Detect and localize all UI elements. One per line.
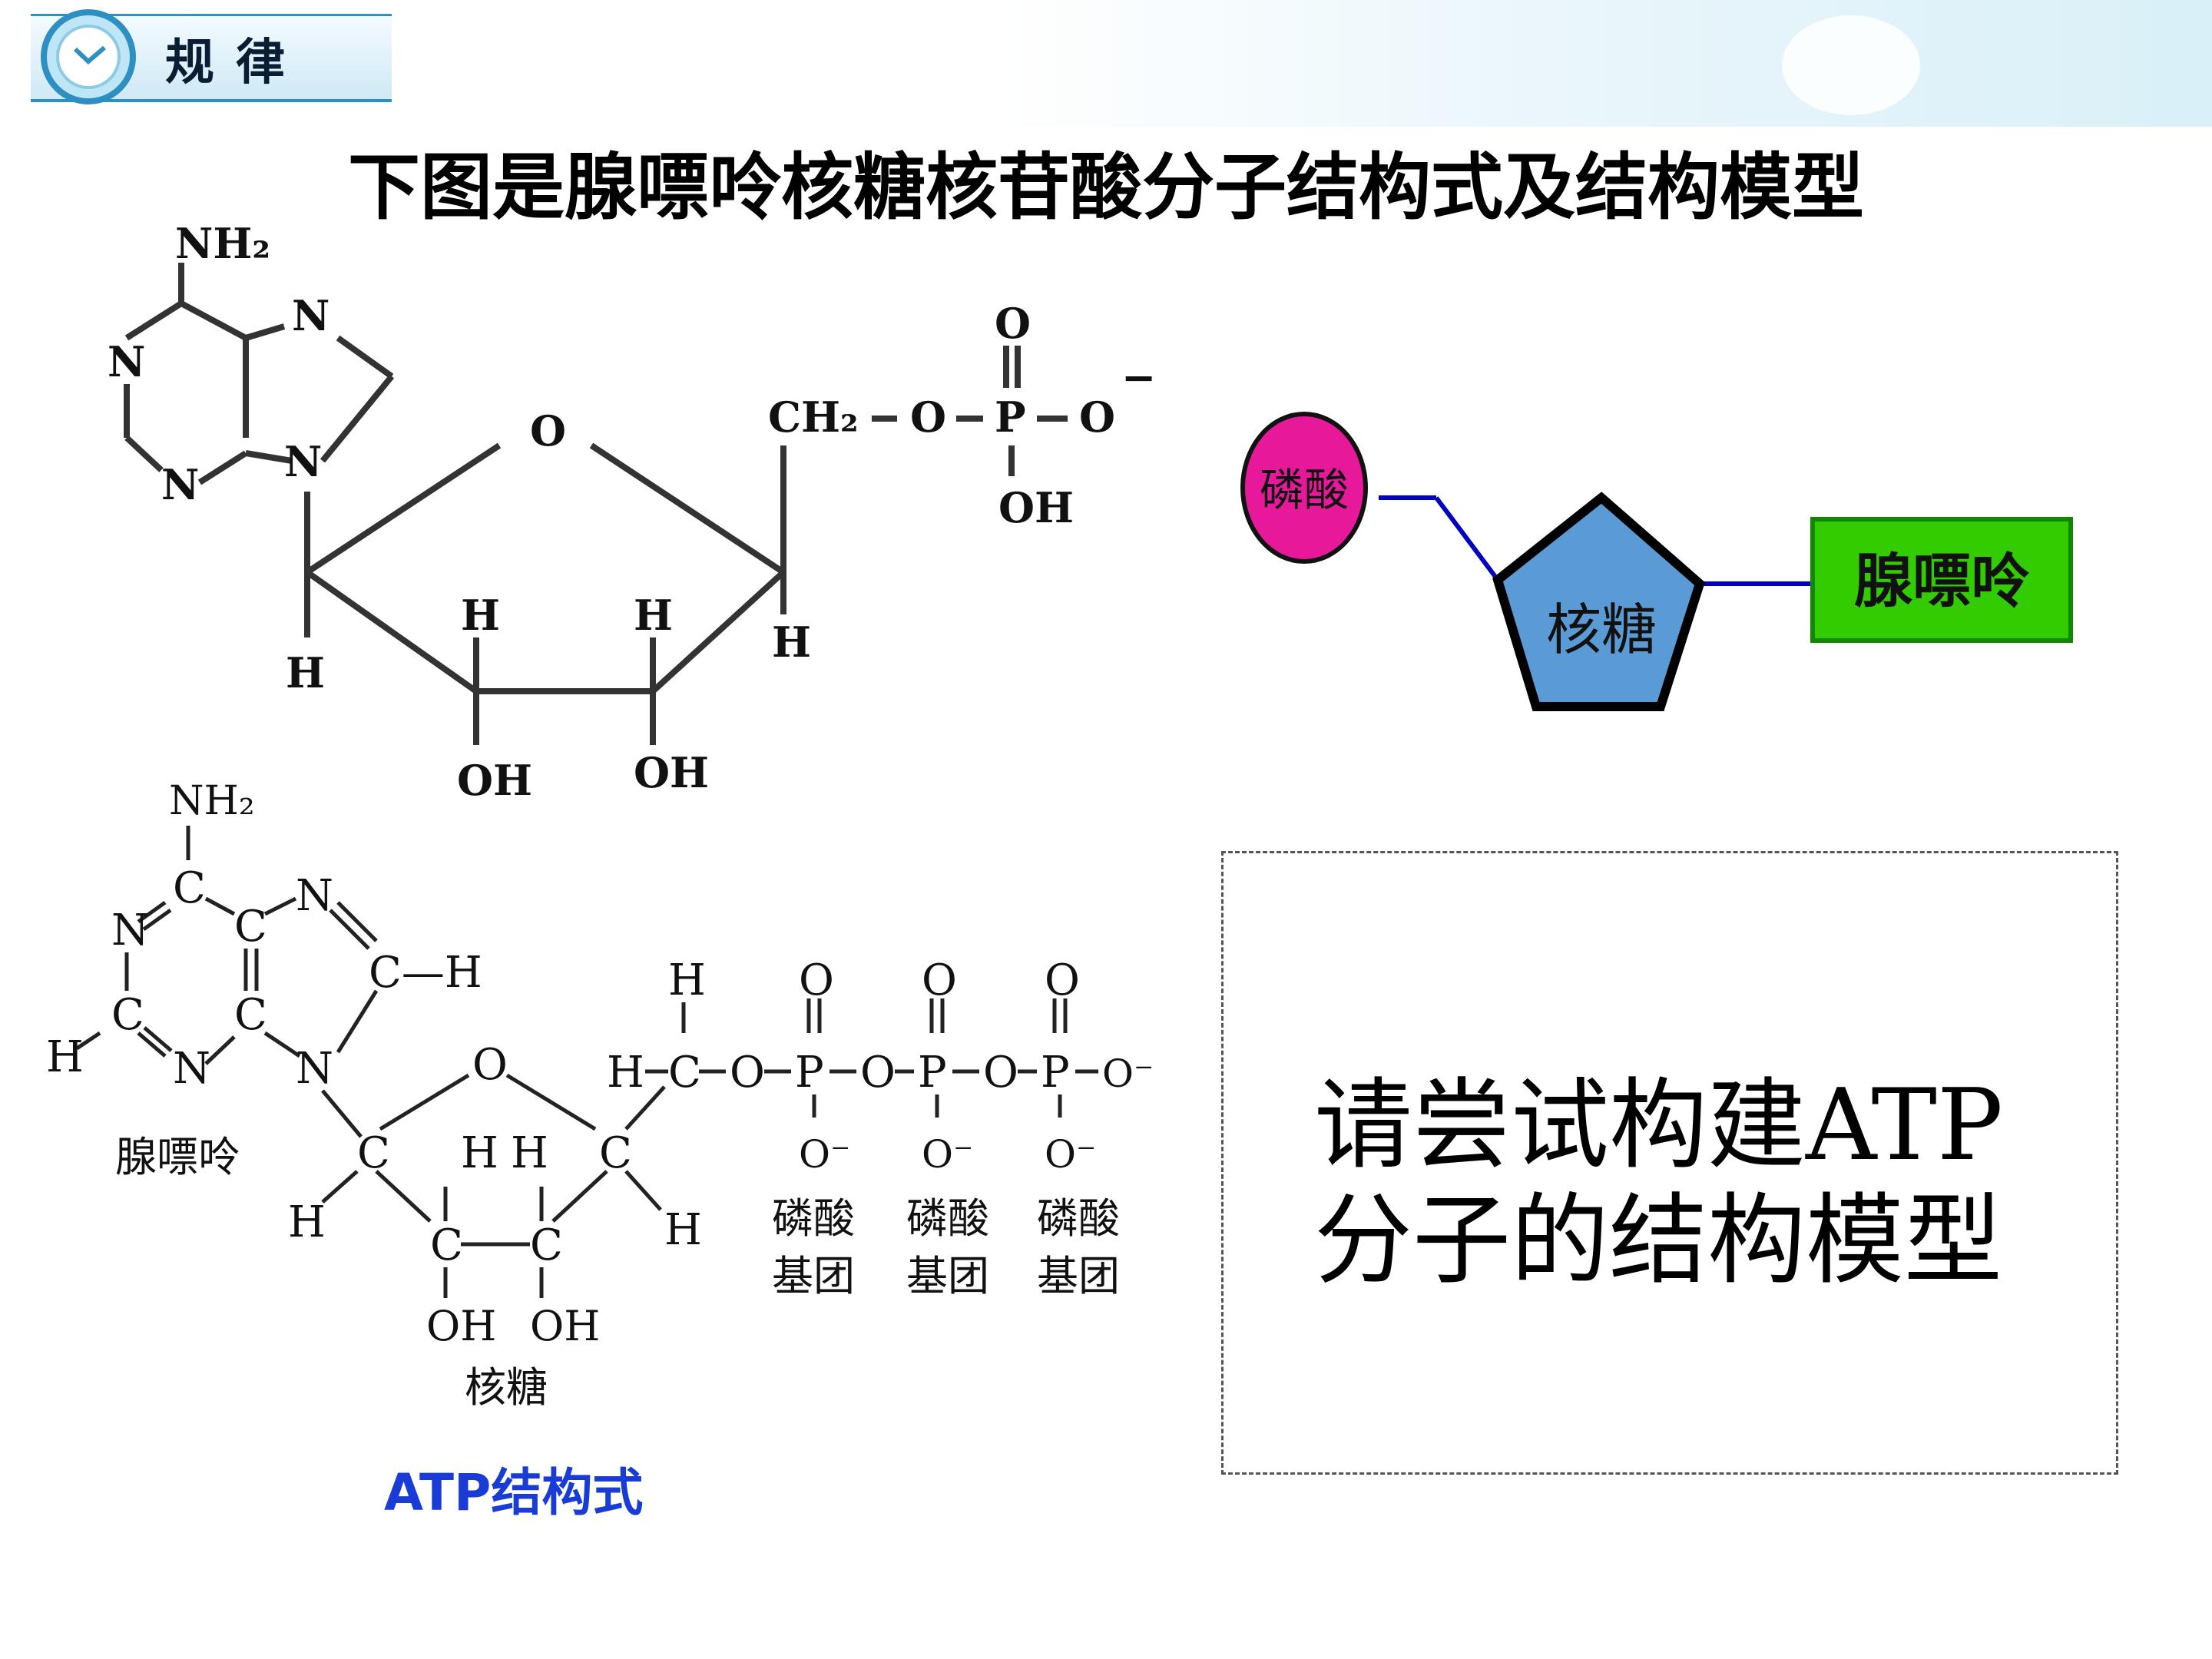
atp-p-gamma-o: O <box>1045 955 1080 1005</box>
atp-phosphate-1-line1: 磷酸 <box>772 1194 855 1243</box>
adenine-box <box>1810 517 2073 643</box>
atp-o5: O <box>730 1048 765 1098</box>
atp-n7: N <box>296 871 333 921</box>
atp-h5-top: H <box>668 955 706 1005</box>
atp-h5-left: H <box>607 1048 644 1098</box>
clock-icon <box>41 9 136 104</box>
atp-n1: N <box>111 906 149 955</box>
amp-oh2: OH <box>457 756 532 805</box>
amp-minus-sign: − <box>1121 353 1156 402</box>
atp-oh3p: OH <box>530 1302 600 1350</box>
prompt-line-2: 分子的结构模型 <box>1314 1184 2003 1298</box>
atp-p-gamma-ominus: O⁻ <box>1045 1132 1096 1177</box>
atp-adenine-label: 腺嘌呤 <box>115 1133 240 1181</box>
ribose-label: 核糖 <box>1546 598 1657 662</box>
atp-phosphate-3-line1: 磷酸 <box>1037 1194 1120 1243</box>
atp-o-ab: O <box>860 1048 896 1098</box>
amp-nh2-label: NH₂ <box>175 219 270 268</box>
atp-p-gamma: P <box>1041 1048 1070 1098</box>
amp-n9: N <box>284 437 322 486</box>
atp-p-alpha-ominus: O⁻ <box>799 1132 850 1177</box>
atp-nh2: NH₂ <box>169 778 255 824</box>
atp-c5p: C <box>668 1048 701 1098</box>
atp-h2p: H <box>461 1128 498 1178</box>
atp-caption: ATP结构式 <box>384 1463 644 1522</box>
atp-oh2p: OH <box>426 1302 496 1350</box>
atp-terminal-ominus: O⁻ <box>1102 1051 1154 1096</box>
atp-c4p: C <box>599 1128 632 1178</box>
atp-h2: H <box>46 1032 84 1082</box>
atp-n3: N <box>173 1044 210 1094</box>
atp-c6: C <box>173 863 206 913</box>
amp-n1: N <box>108 337 145 386</box>
atp-p-beta-o: O <box>922 955 957 1005</box>
amp-p: P <box>995 392 1026 442</box>
atp-phosphate-2-line1: 磷酸 <box>906 1194 989 1243</box>
atp-p-alpha-o: O <box>799 955 834 1005</box>
atp-o-bg: O <box>983 1048 1018 1098</box>
amp-ch2: CH₂ <box>768 392 859 442</box>
atp-c8h: C—H <box>369 948 482 998</box>
atp-c3p: C <box>530 1220 563 1270</box>
prompt-text: 请尝试构建ATP 分子的结构模型 <box>1314 1068 2003 1299</box>
atp-c2p: C <box>430 1220 463 1270</box>
atp-h4p: H <box>664 1205 702 1255</box>
amp-n3: N <box>161 460 199 509</box>
atp-ring-o: O <box>472 1040 508 1090</box>
adenine-label: 腺嘌呤 <box>1854 547 2030 615</box>
amp-oh3: OH <box>634 748 709 797</box>
atp-p-beta-ominus: O⁻ <box>922 1132 973 1177</box>
ribose-pentagon <box>1492 492 1705 711</box>
atp-c2: C <box>111 990 144 1040</box>
page-heading: 下图是腺嘌呤核糖核苷酸分子结构式及结构模型 <box>347 146 1864 230</box>
phosphate-label: 磷酸 <box>1260 464 1349 516</box>
amp-h2: H <box>461 591 500 640</box>
model-bond-2 <box>1434 496 1500 581</box>
amp-p-o-minus: O <box>1079 392 1115 442</box>
prompt-box: 请尝试构建ATP 分子的结构模型 <box>1221 851 2118 1475</box>
amp-o-link: O <box>910 392 946 442</box>
nucleotide-model: 磷酸 核糖 腺嘌呤 <box>1240 412 2073 711</box>
section-title: 规律 <box>165 34 306 91</box>
atp-n9: N <box>296 1044 333 1094</box>
atp-c4: C <box>234 990 267 1040</box>
phosphate-circle <box>1240 412 1368 564</box>
atp-h1p: H <box>288 1197 326 1247</box>
atp-ribose-label: 核糖 <box>465 1363 548 1412</box>
amp-h3: H <box>634 591 673 640</box>
prompt-line-1: 请尝试构建ATP <box>1314 1068 2003 1183</box>
atp-c1: C <box>357 1128 390 1178</box>
amp-h1: H <box>286 648 325 697</box>
banner-highlight <box>1782 15 1920 115</box>
atp-p-beta: P <box>918 1048 947 1098</box>
amp-p-oh: OH <box>998 483 1074 532</box>
amp-p-o: O <box>995 299 1031 348</box>
atp-p-alpha: P <box>795 1048 824 1098</box>
amp-ring-o: O <box>530 406 566 455</box>
atp-phosphate-2-line2: 基团 <box>906 1252 989 1300</box>
atp-phosphate-3-line2: 基团 <box>1037 1252 1120 1300</box>
amp-n7: N <box>292 291 329 340</box>
amp-h4: H <box>772 618 811 667</box>
atp-c5: C <box>234 902 267 952</box>
amp-structure: NH₂ N N N N O H H H H OH <box>108 219 1156 805</box>
atp-h3p: H <box>511 1128 548 1178</box>
atp-structure: NH₂ C N C N C—H C C H N N C O C H C <box>46 778 1154 1412</box>
atp-phosphate-1-line2: 基团 <box>772 1252 855 1300</box>
